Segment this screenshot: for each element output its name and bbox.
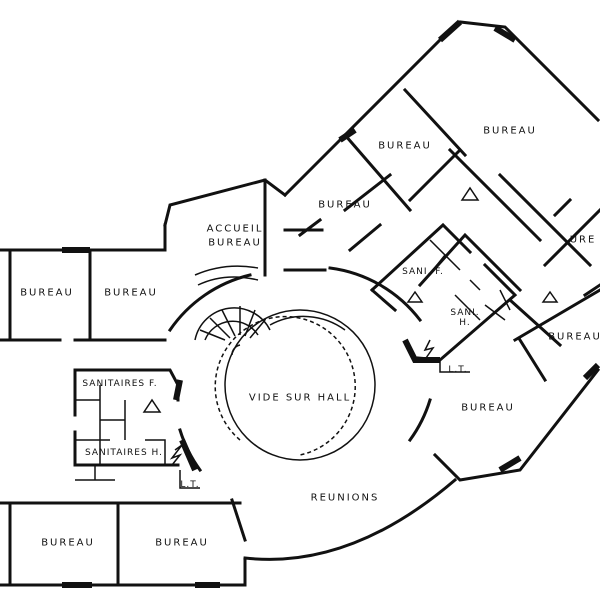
room-label-bureau: BUREAU xyxy=(41,537,95,549)
right-wing-walls xyxy=(282,19,600,482)
label-lt: L.T. xyxy=(448,365,468,375)
room-label-accueil: ACCUEIL xyxy=(206,223,264,235)
room-label-bureau: BUREAU xyxy=(461,402,515,414)
room-label-bureau: BUREAU xyxy=(483,125,537,137)
room-label-sani-f: SANI. F. xyxy=(402,267,444,277)
room-label-reunions: REUNIONS xyxy=(310,492,380,504)
room-label-bureau: BUREAU xyxy=(155,537,209,549)
sani-right-walls xyxy=(179,222,518,489)
room-label-sanitaires-f: SANITAIRES F. xyxy=(82,379,158,389)
lightning-symbols xyxy=(169,339,435,466)
spiral-staircase xyxy=(194,306,271,356)
room-label-accueil-bureau: BUREAU xyxy=(208,237,262,249)
room-label-bureau: BUREAU xyxy=(548,331,600,343)
label-lt: L.T. xyxy=(180,480,200,490)
left-wing-walls xyxy=(0,223,247,588)
riser-symbols xyxy=(142,186,559,413)
room-label-bureau: BUREAU xyxy=(20,287,74,299)
room-label-vide-sur-hall: VIDE SUR HALL xyxy=(248,392,352,404)
room-label-bureau: BUREAU xyxy=(104,287,158,299)
room-label-bureau: BUREAU xyxy=(378,140,432,152)
room-label-sani-h: SANI. H. xyxy=(450,308,480,328)
sanitaires-left-walls xyxy=(73,368,198,481)
room-label-sanitaires-h: SANITAIRES H. xyxy=(84,448,164,458)
room-label-bureau-partial: URE xyxy=(569,234,597,246)
room-label-bureau: BUREAU xyxy=(318,199,372,211)
accueil-walls xyxy=(163,178,327,286)
rotunda-walls xyxy=(167,266,458,561)
